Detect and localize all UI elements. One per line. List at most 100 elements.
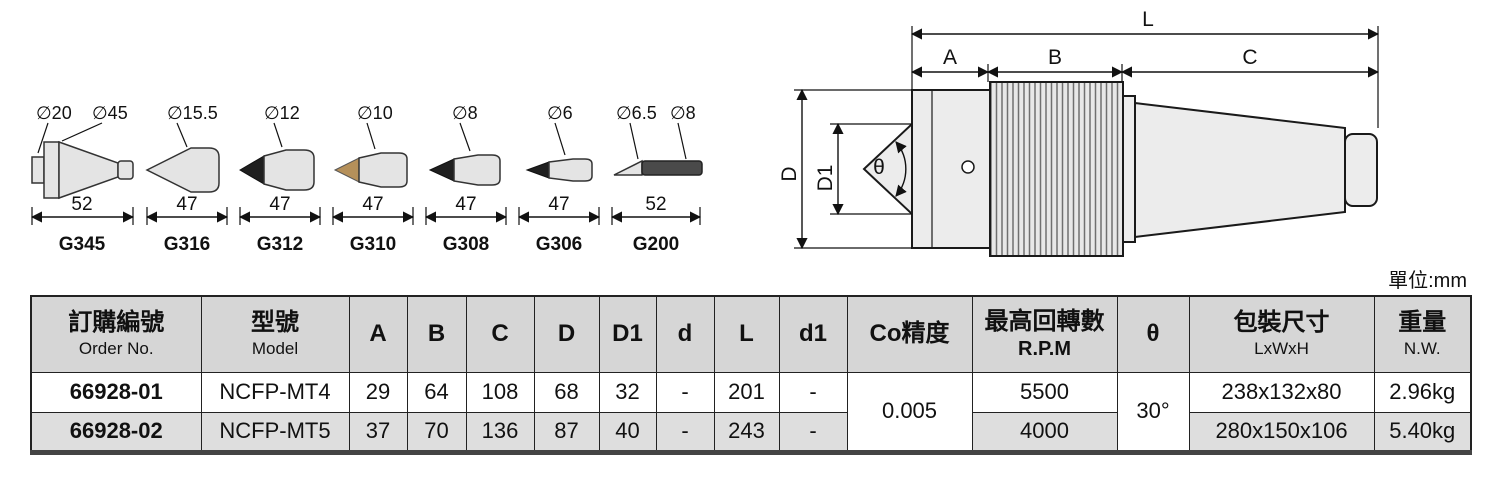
tip-point bbox=[333, 157, 360, 183]
cell-a: 29 bbox=[348, 371, 408, 413]
tip-model-label: G306 bbox=[536, 234, 582, 255]
length-dimension: 47 bbox=[455, 194, 476, 215]
tip-pilot bbox=[117, 160, 134, 180]
tip-g316: ∅15.5 47 G316 bbox=[145, 103, 229, 255]
cell-model: NCFP-MT4 bbox=[200, 371, 350, 413]
length-dimension: 52 bbox=[71, 194, 92, 215]
length-dimension: 52 bbox=[645, 194, 666, 215]
table-row: 66928-01 NCFP-MT4 29 64 108 68 32 - 201 … bbox=[30, 371, 1472, 453]
replacement-tips-diagram: ∅20 ∅45 52 G345 ∅15.5 47 G316 ∅12 bbox=[30, 103, 703, 255]
header-row: 訂購編號 Order No. 型號 Model A B C D D1 d L d… bbox=[30, 295, 1472, 373]
diameter-label: ∅8 bbox=[452, 103, 478, 123]
header-main: 訂購編號 bbox=[68, 309, 165, 337]
spec-table: 訂購編號 Order No. 型號 Model A B C D D1 d L d… bbox=[30, 295, 1472, 455]
header-sub: LxWxH bbox=[1254, 339, 1309, 359]
cell-d1: - bbox=[778, 411, 848, 453]
tip-model-label: G200 bbox=[633, 234, 679, 255]
cell-b: 64 bbox=[406, 371, 467, 413]
tip-g306: ∅6 47 G306 bbox=[517, 103, 601, 255]
col-header-d1-cap: D1 bbox=[598, 295, 657, 373]
cell-l: 201 bbox=[713, 371, 780, 413]
tip-model-label: G316 bbox=[164, 234, 210, 255]
tip-shank bbox=[31, 156, 45, 184]
cell-l: 243 bbox=[713, 411, 780, 453]
length-dimension: 47 bbox=[176, 194, 197, 215]
center-point-cone bbox=[862, 121, 913, 217]
col-header-rpm: 最高回轉數 R.P.M bbox=[971, 295, 1118, 373]
tip-model-label: G345 bbox=[59, 234, 106, 255]
cell-d1: - bbox=[778, 371, 848, 413]
header-sub: R.P.M bbox=[1018, 337, 1071, 360]
dim-label-B: B bbox=[1048, 46, 1062, 69]
cell-packing: 238x132x80 bbox=[1188, 371, 1375, 413]
cell-theta: 30° bbox=[1116, 371, 1190, 453]
col-header-co-accuracy: Co精度 bbox=[846, 295, 973, 373]
tip-cone bbox=[145, 147, 220, 193]
header-sub: N.W. bbox=[1403, 339, 1441, 359]
unit-label: 單位:mm bbox=[1388, 270, 1467, 292]
header-main: 最高回轉數 bbox=[984, 307, 1105, 335]
knurled-grip bbox=[990, 82, 1123, 256]
cell-d-cap: 68 bbox=[533, 371, 600, 413]
cell-rpm: 4000 bbox=[971, 411, 1118, 453]
leader-line bbox=[37, 122, 49, 154]
cell-d1-cap: 32 bbox=[598, 371, 657, 413]
tip-cone bbox=[58, 140, 119, 200]
tip-rod bbox=[641, 160, 703, 176]
tip-model-label: G308 bbox=[443, 234, 489, 255]
cell-order-no: 66928-02 bbox=[30, 411, 202, 453]
tip-point bbox=[428, 158, 455, 182]
diameter-label: ∅12 bbox=[264, 103, 300, 123]
length-dimension: 47 bbox=[269, 194, 290, 215]
leader-line bbox=[459, 122, 471, 152]
header-main: 重量 bbox=[1398, 309, 1447, 337]
leader-line bbox=[273, 122, 283, 148]
diameter-label: ∅15.5 bbox=[167, 103, 218, 123]
col-header-model: 型號 Model bbox=[200, 295, 350, 373]
cell-model: NCFP-MT5 bbox=[200, 411, 350, 453]
tip-body bbox=[548, 158, 593, 182]
col-header-d: d bbox=[655, 295, 715, 373]
cell-a: 37 bbox=[348, 411, 408, 453]
cell-c: 108 bbox=[465, 371, 535, 413]
dim-label-D1: D1 bbox=[814, 165, 837, 192]
leader-line bbox=[366, 122, 376, 150]
dim-label-A: A bbox=[943, 46, 957, 69]
col-header-packing: 包裝尺寸 LxWxH bbox=[1188, 295, 1375, 373]
col-header-a: A bbox=[348, 295, 408, 373]
cell-packing: 280x150x106 bbox=[1188, 411, 1375, 453]
cell-weight: 5.40kg bbox=[1373, 411, 1472, 453]
theta-label: θ bbox=[873, 156, 885, 179]
dim-label-D: D bbox=[780, 166, 801, 181]
leader-line bbox=[176, 122, 188, 148]
leader-line bbox=[629, 122, 639, 160]
col-header-d1: d1 bbox=[778, 295, 848, 373]
header-sub: Model bbox=[251, 339, 299, 359]
cell-weight: 2.96kg bbox=[1373, 371, 1472, 413]
live-center-drawing: θ L A B C D D1 bbox=[780, 8, 1380, 257]
cell-d1-cap: 40 bbox=[598, 411, 657, 453]
col-header-d-cap: D bbox=[533, 295, 600, 373]
morse-taper-shank bbox=[1134, 101, 1346, 239]
theta-angle-arc bbox=[895, 141, 907, 197]
header-main: 型號 bbox=[251, 309, 299, 337]
dim-label-C: C bbox=[1242, 46, 1257, 69]
diameter-label: ∅8 bbox=[670, 103, 696, 123]
tip-bevel bbox=[613, 159, 643, 176]
leader-line bbox=[61, 122, 103, 142]
leader-line bbox=[677, 122, 687, 160]
tip-point bbox=[239, 155, 265, 185]
cell-co-accuracy: 0.005 bbox=[846, 371, 973, 453]
tang-end bbox=[1344, 133, 1378, 207]
tip-body bbox=[358, 152, 408, 188]
diameter-label: ∅6 bbox=[547, 103, 573, 123]
leader-line bbox=[554, 122, 566, 156]
cell-d-cap: 87 bbox=[533, 411, 600, 453]
tip-g308: ∅8 47 G308 bbox=[424, 103, 508, 255]
tip-body bbox=[453, 154, 501, 186]
length-dimension: 47 bbox=[548, 194, 569, 215]
diameter-label: ∅10 bbox=[357, 103, 393, 123]
col-header-theta: θ bbox=[1116, 295, 1190, 373]
cell-d: - bbox=[655, 411, 715, 453]
cell-b: 70 bbox=[406, 411, 467, 453]
